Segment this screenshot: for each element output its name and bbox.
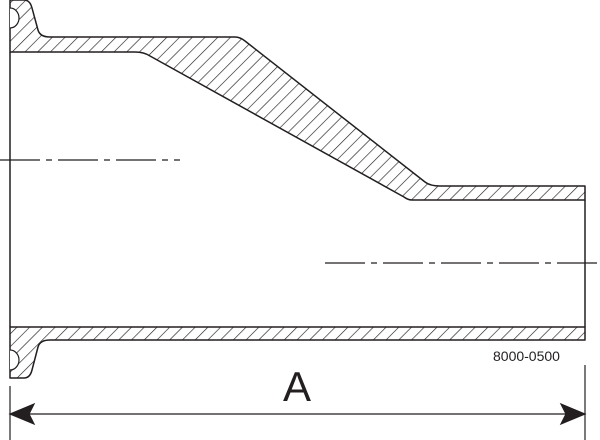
top-wall-section bbox=[9, 0, 586, 201]
dimension-label: A bbox=[283, 363, 312, 410]
part-number: 8000-0500 bbox=[493, 348, 560, 364]
gasket-groove-top bbox=[9, 7, 20, 29]
arrowhead-right-icon bbox=[559, 402, 587, 426]
bottom-wall-section bbox=[9, 326, 586, 379]
gasket-groove-bottom bbox=[9, 349, 20, 371]
arrowhead-left-icon bbox=[8, 402, 36, 426]
